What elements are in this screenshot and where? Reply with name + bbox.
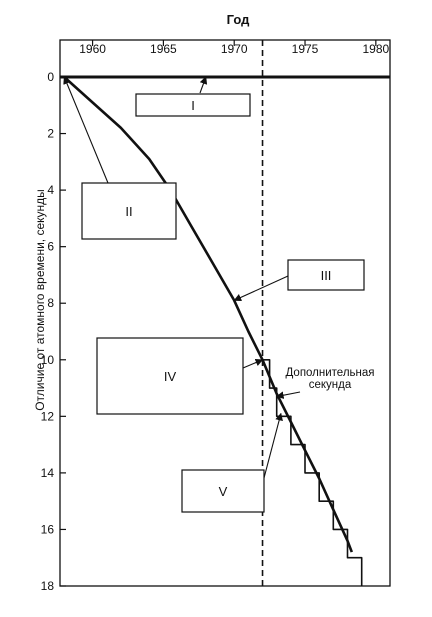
plot-area-border bbox=[59, 39, 391, 587]
annotation-label-line: Дополнительная bbox=[286, 367, 375, 379]
annotation-arrow bbox=[242, 358, 264, 369]
x-tick-label: 1980 bbox=[362, 42, 389, 56]
annotation-label: I bbox=[191, 98, 195, 113]
annotation-box bbox=[81, 182, 177, 240]
annotation-3: III bbox=[233, 259, 365, 302]
y-tick-label: 8 bbox=[47, 296, 54, 310]
y-tick-label: 12 bbox=[41, 409, 55, 423]
annotation-arrow bbox=[199, 76, 208, 94]
annotation-box bbox=[96, 337, 244, 415]
x-tick-label: 1970 bbox=[221, 42, 248, 56]
x-axis-ticks: 1960 1965 1970 1975 1980 bbox=[79, 40, 390, 56]
y-tick-label: 16 bbox=[41, 522, 55, 536]
annotation-label: III bbox=[321, 268, 332, 283]
y-tick-label: 0 bbox=[47, 70, 54, 84]
annotation-label-line: секунда bbox=[309, 379, 352, 391]
annotation-box bbox=[181, 469, 265, 513]
x-tick-label: 1975 bbox=[292, 42, 319, 56]
annotation-arrow bbox=[263, 412, 283, 479]
x-tick-label: 1965 bbox=[150, 42, 177, 56]
plot-frame bbox=[59, 39, 391, 587]
series-step-line bbox=[262, 358, 363, 586]
y-tick-label: 14 bbox=[41, 466, 55, 480]
annotation-label: IV bbox=[164, 369, 177, 384]
y-tick-label: 6 bbox=[47, 240, 54, 254]
annotation-arrow bbox=[275, 391, 301, 399]
y-tick-label: 2 bbox=[47, 127, 54, 141]
annotation-2: II bbox=[63, 76, 177, 240]
annotation-box bbox=[287, 259, 365, 291]
annotation-label: II bbox=[125, 204, 132, 219]
y-axis-ticks: 0 2 4 6 8 10 12 14 16 18 bbox=[41, 70, 66, 593]
y-tick-label: 10 bbox=[41, 353, 55, 367]
annotation-label: V bbox=[219, 484, 228, 499]
y-tick-label: 4 bbox=[47, 183, 54, 197]
annotation-arrow bbox=[63, 76, 109, 184]
annotation-4: IV bbox=[96, 337, 264, 415]
x-axis-title: Год bbox=[227, 12, 250, 27]
series-smooth-curve bbox=[63, 76, 354, 553]
annotation-5: V bbox=[181, 412, 283, 513]
x-tick-label: 1960 bbox=[79, 42, 106, 56]
annotation-box bbox=[135, 93, 251, 117]
annotation-arrow bbox=[233, 275, 289, 302]
y-axis-title: Отличие от атомного времени, секунды bbox=[33, 189, 47, 411]
y-tick-label: 18 bbox=[41, 579, 55, 593]
annotation-1: I bbox=[135, 76, 251, 117]
